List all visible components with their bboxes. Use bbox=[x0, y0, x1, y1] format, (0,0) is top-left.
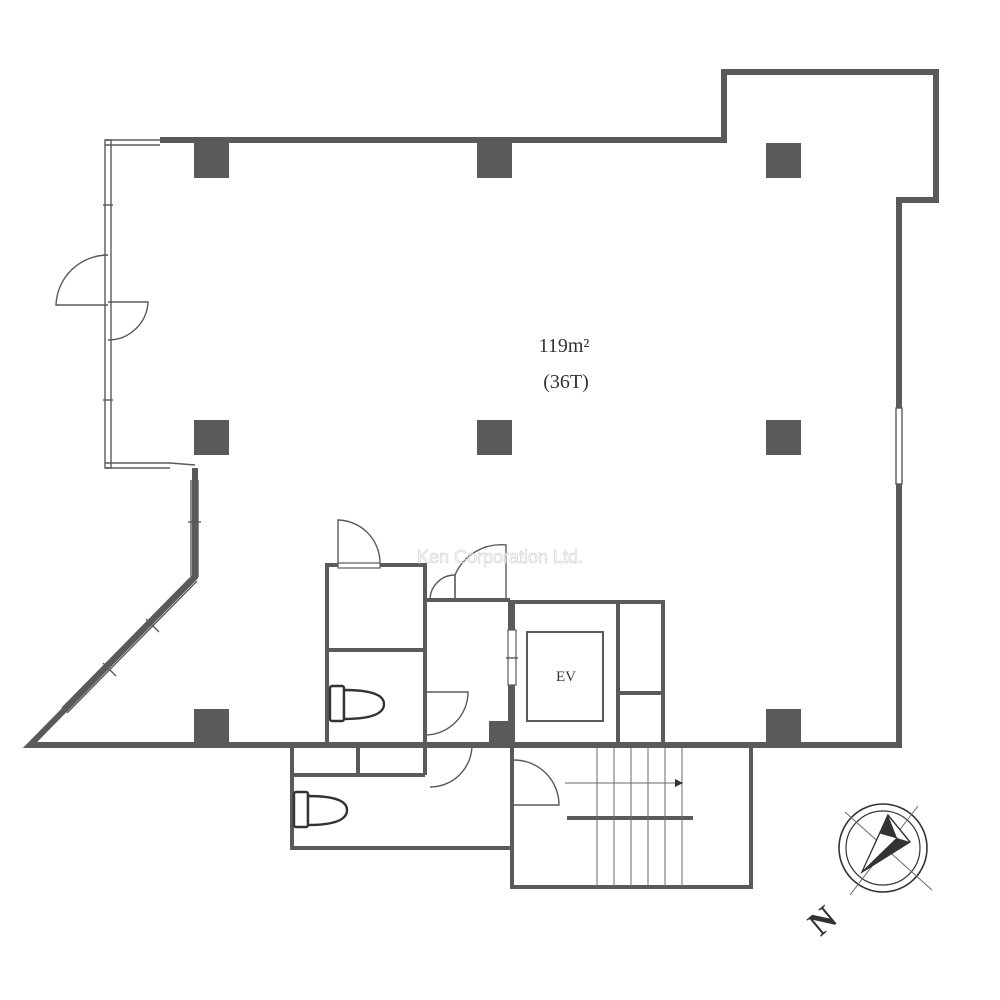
columns bbox=[194, 143, 801, 745]
area-label: 119m² bbox=[539, 335, 590, 357]
toilet-icon bbox=[328, 684, 386, 723]
north-arrow-icon bbox=[838, 803, 933, 896]
compass-letter: N bbox=[802, 899, 845, 943]
west-entrance-door bbox=[55, 254, 149, 341]
elevator-core bbox=[506, 600, 665, 747]
stairwell bbox=[510, 745, 753, 889]
south-annex bbox=[290, 744, 512, 850]
west-window-frame bbox=[103, 139, 196, 469]
watermark: Ken Corporation Ltd. bbox=[417, 547, 583, 567]
east-window bbox=[895, 407, 903, 485]
toilet-icon bbox=[292, 790, 349, 829]
elevator-label: EV bbox=[556, 669, 576, 685]
southwest-window bbox=[61, 480, 201, 714]
tsubo-label: (36T) bbox=[543, 371, 589, 393]
